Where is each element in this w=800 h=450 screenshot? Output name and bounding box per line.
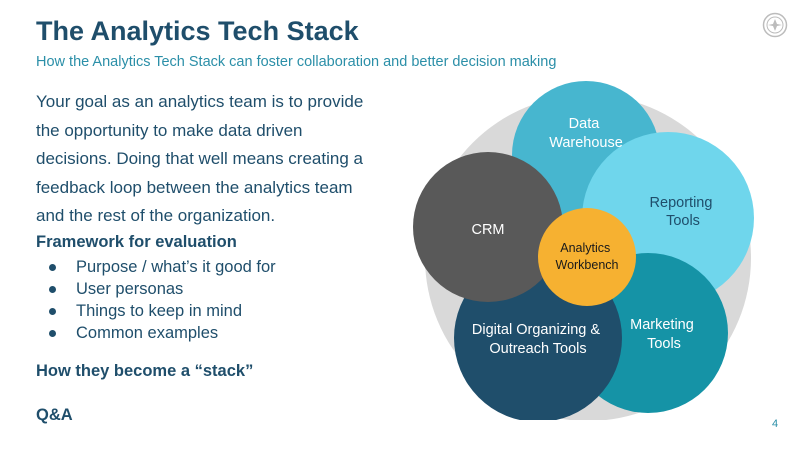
- slide-subtitle: How the Analytics Tech Stack can foster …: [36, 54, 557, 70]
- slide-title: The Analytics Tech Stack: [36, 16, 359, 46]
- list-item-label: User personas: [76, 280, 184, 298]
- page-number: 4: [772, 418, 779, 430]
- stack-heading: How they become a “stack”: [36, 362, 254, 380]
- crm-label: CRM: [471, 222, 504, 238]
- marketing-tools-label: Marketing Tools: [630, 317, 698, 352]
- analytics-workbench-label: Analytics Workbench: [556, 241, 619, 272]
- list-item: Purpose / what’s it good for: [36, 256, 276, 278]
- list-item-label: Things to keep in mind: [76, 302, 243, 320]
- list-item: User personas: [36, 278, 276, 300]
- bullet-icon: [49, 308, 56, 315]
- bullet-icon: [49, 330, 56, 337]
- digital-organizing-label: Digital Organizing & Outreach Tools: [472, 322, 604, 357]
- qa-heading: Q&A: [36, 406, 73, 424]
- tech-stack-svg: Data Warehouse Reporting Tools Marketing…: [413, 81, 754, 420]
- bullet-icon: [49, 264, 56, 271]
- circle-crm: [413, 152, 563, 302]
- list-item: Common examples: [36, 322, 276, 344]
- reporting-tools-label: Reporting Tools: [650, 195, 717, 229]
- list-item-label: Purpose / what’s it good for: [76, 258, 276, 276]
- data-warehouse-label: Data Warehouse: [549, 116, 623, 151]
- list-item: Things to keep in mind: [36, 300, 276, 322]
- bullet-icon: [49, 286, 56, 293]
- framework-list: Purpose / what’s it good for User person…: [36, 256, 276, 344]
- circle-analytics-workbench: [538, 208, 636, 306]
- tech-stack-diagram: Data Warehouse Reporting Tools Marketing…: [400, 78, 770, 420]
- list-item-label: Common examples: [76, 324, 219, 342]
- circular-seal-icon: [762, 12, 788, 38]
- framework-heading: Framework for evaluation: [36, 233, 237, 251]
- intro-paragraph: Your goal as an analytics team is to pro…: [36, 92, 364, 225]
